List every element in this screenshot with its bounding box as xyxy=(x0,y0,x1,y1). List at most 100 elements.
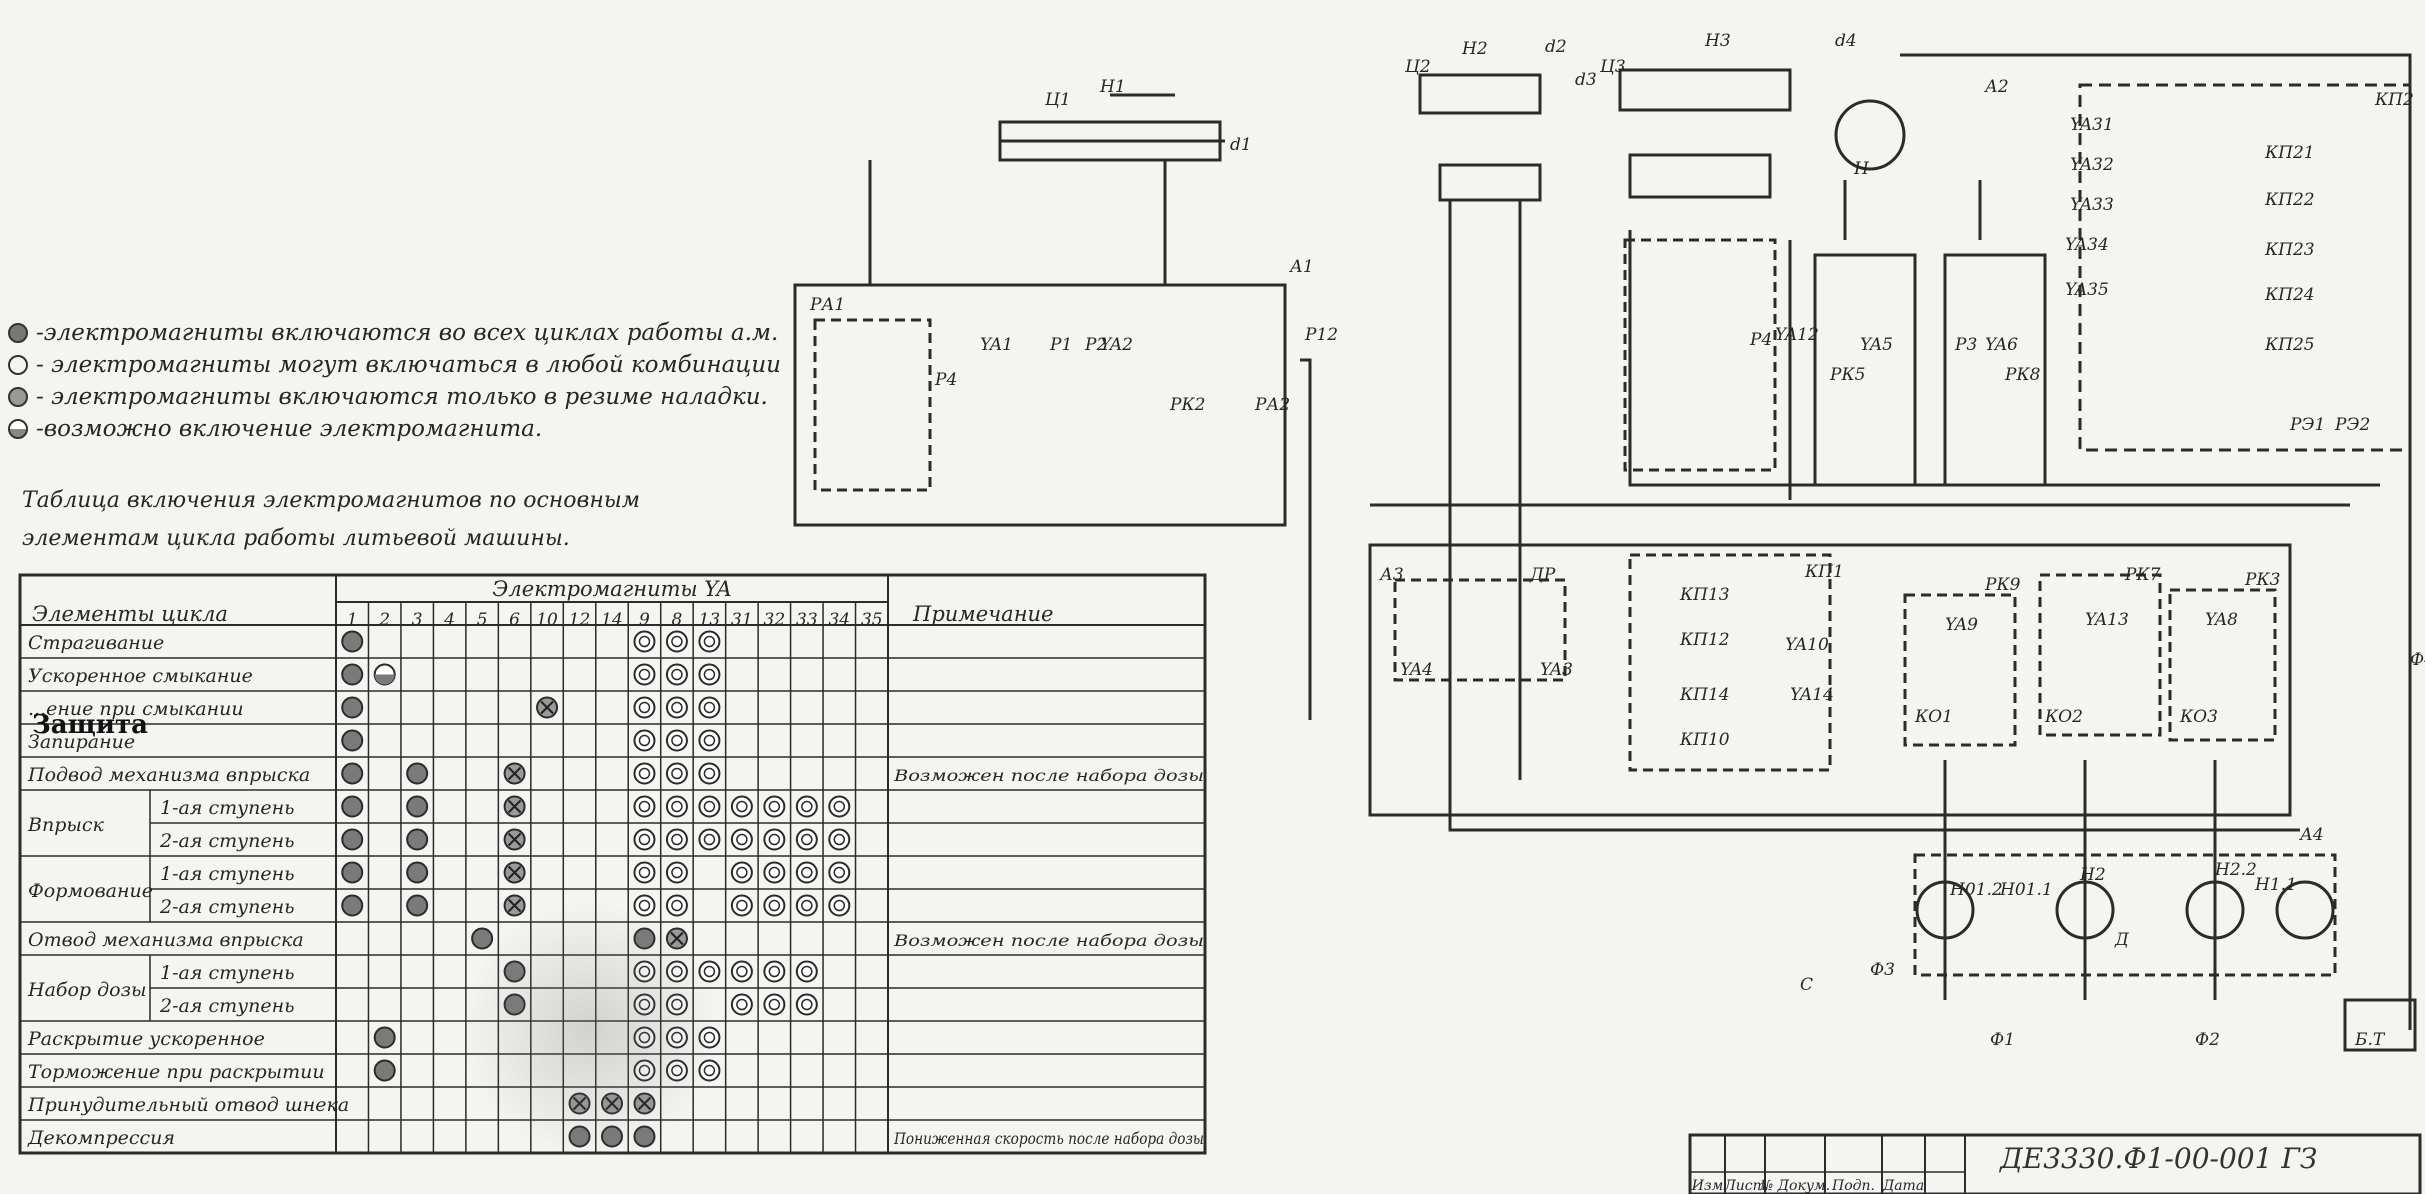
electromagnet-mark xyxy=(471,927,494,950)
electromagnet-mark xyxy=(828,795,851,818)
mark-circle xyxy=(406,894,429,917)
mark-circle xyxy=(730,894,753,917)
electromagnet-mark xyxy=(763,993,786,1016)
mark-inner-ring xyxy=(768,866,781,879)
component-label: YA14 xyxy=(1790,685,1834,705)
title-block-frame xyxy=(1688,1133,2422,1194)
electromagnet-mark xyxy=(665,1059,688,1082)
electromagnet-mark xyxy=(665,894,688,917)
mark-circle xyxy=(763,960,786,983)
mark-circle xyxy=(665,861,688,884)
mark-circle xyxy=(665,993,688,1016)
mark-inner-ring xyxy=(703,833,716,846)
electromagnet-mark xyxy=(633,630,656,653)
component-label: Р1 xyxy=(1049,335,1072,355)
mark-circle xyxy=(698,795,721,818)
component-label: РК5 xyxy=(1829,365,1865,385)
mark-inner-ring xyxy=(638,998,651,1011)
component-label: Ф2 xyxy=(2195,1030,2220,1050)
component-label: РА1 xyxy=(809,295,845,315)
mark-circle xyxy=(730,960,753,983)
mark-inner-ring xyxy=(736,800,748,813)
electromagnet-mark xyxy=(633,663,656,686)
electromagnet-mark xyxy=(503,762,526,785)
component-label: Р12 xyxy=(1304,325,1338,345)
column-header: 9 xyxy=(639,610,650,630)
legend-item: -возможно включение электромагнита. xyxy=(8,416,542,442)
electromagnet-mark xyxy=(341,630,364,653)
electromagnet-mark xyxy=(633,993,656,1016)
component-label: d3 xyxy=(1575,70,1597,90)
electromagnet-mark xyxy=(698,729,721,752)
row-label: Впрыск xyxy=(27,814,104,836)
mark-cross xyxy=(670,931,684,946)
row-sublabel: 2-ая ступень xyxy=(159,830,294,852)
mark-circle xyxy=(633,696,656,719)
component-label: YA34 xyxy=(2065,235,2109,255)
mark-cross xyxy=(507,832,522,847)
mark-inner-ring xyxy=(768,833,781,846)
mark-inner-ring xyxy=(703,734,716,747)
electromagnet-mark xyxy=(503,861,526,884)
mark-inner-ring xyxy=(638,767,651,780)
mark-inner-ring xyxy=(768,998,781,1011)
electromagnet-mark xyxy=(665,696,688,719)
column-header: 2 xyxy=(378,610,390,630)
component-label: H1 xyxy=(1099,77,1126,97)
electromagnet-mark xyxy=(341,762,364,785)
electromagnet-mark xyxy=(341,729,364,752)
mark-circle xyxy=(665,762,688,785)
electromagnet-mark xyxy=(568,1125,591,1148)
mark-circle xyxy=(763,795,786,818)
mark-circle xyxy=(763,894,786,917)
mark-circle xyxy=(665,1059,688,1082)
row-label: Запирание xyxy=(28,731,135,753)
electromagnet-mark xyxy=(633,729,656,752)
electromagnet-mark xyxy=(503,960,526,983)
component-label: ДР xyxy=(1529,565,1556,585)
component-label: Ц3 xyxy=(1599,57,1626,77)
pump-n2 xyxy=(2275,880,2335,940)
handwritten-note: Защита xyxy=(32,710,148,740)
component-label: YA13 xyxy=(2085,610,2129,630)
electromagnet-mark xyxy=(730,828,753,851)
note-header: Примечание xyxy=(912,602,1054,626)
component-label: Р3 xyxy=(1954,335,1977,355)
mark-circle xyxy=(633,729,656,752)
electromagnet-mark xyxy=(406,795,429,818)
pump-group-a4 xyxy=(1913,853,2337,977)
mark-circle xyxy=(828,828,851,851)
mark-circle xyxy=(698,696,721,719)
mark-circle xyxy=(763,861,786,884)
component-label: РК2 xyxy=(1169,395,1205,415)
electromagnet-mark xyxy=(730,894,753,917)
mark-circle xyxy=(665,828,688,851)
mark-inner-ring xyxy=(671,965,683,978)
mark-inner-ring xyxy=(671,800,683,813)
mark-circle xyxy=(601,1125,623,1148)
mark-circle xyxy=(406,828,429,851)
mark-circle xyxy=(406,861,429,884)
mark-inner-ring xyxy=(638,800,651,813)
electromagnet-mark xyxy=(730,861,753,884)
hydraulic-motor-h xyxy=(1834,99,1906,171)
mark-circle xyxy=(633,1026,656,1049)
mark-inner-ring xyxy=(703,800,716,813)
mark-circle xyxy=(795,993,818,1016)
electromagnet-mark xyxy=(633,795,656,818)
mark-circle xyxy=(698,1059,721,1082)
mark-circle xyxy=(341,630,364,653)
mark-inner-ring xyxy=(801,965,813,978)
row-label: Подвод механизма впрыска xyxy=(27,764,310,786)
mark-cross xyxy=(507,766,522,781)
electromagnet-mark xyxy=(795,894,818,917)
filled-circle-icon xyxy=(8,323,28,343)
mark-inner-ring xyxy=(638,833,651,846)
electromagnet-mark xyxy=(536,696,559,719)
component-label: А1 xyxy=(1289,257,1314,277)
component-label: КП2 xyxy=(2374,90,2414,110)
mark-inner-ring xyxy=(671,668,683,681)
mark-inner-ring xyxy=(638,1064,651,1077)
mark-circle xyxy=(503,960,526,983)
